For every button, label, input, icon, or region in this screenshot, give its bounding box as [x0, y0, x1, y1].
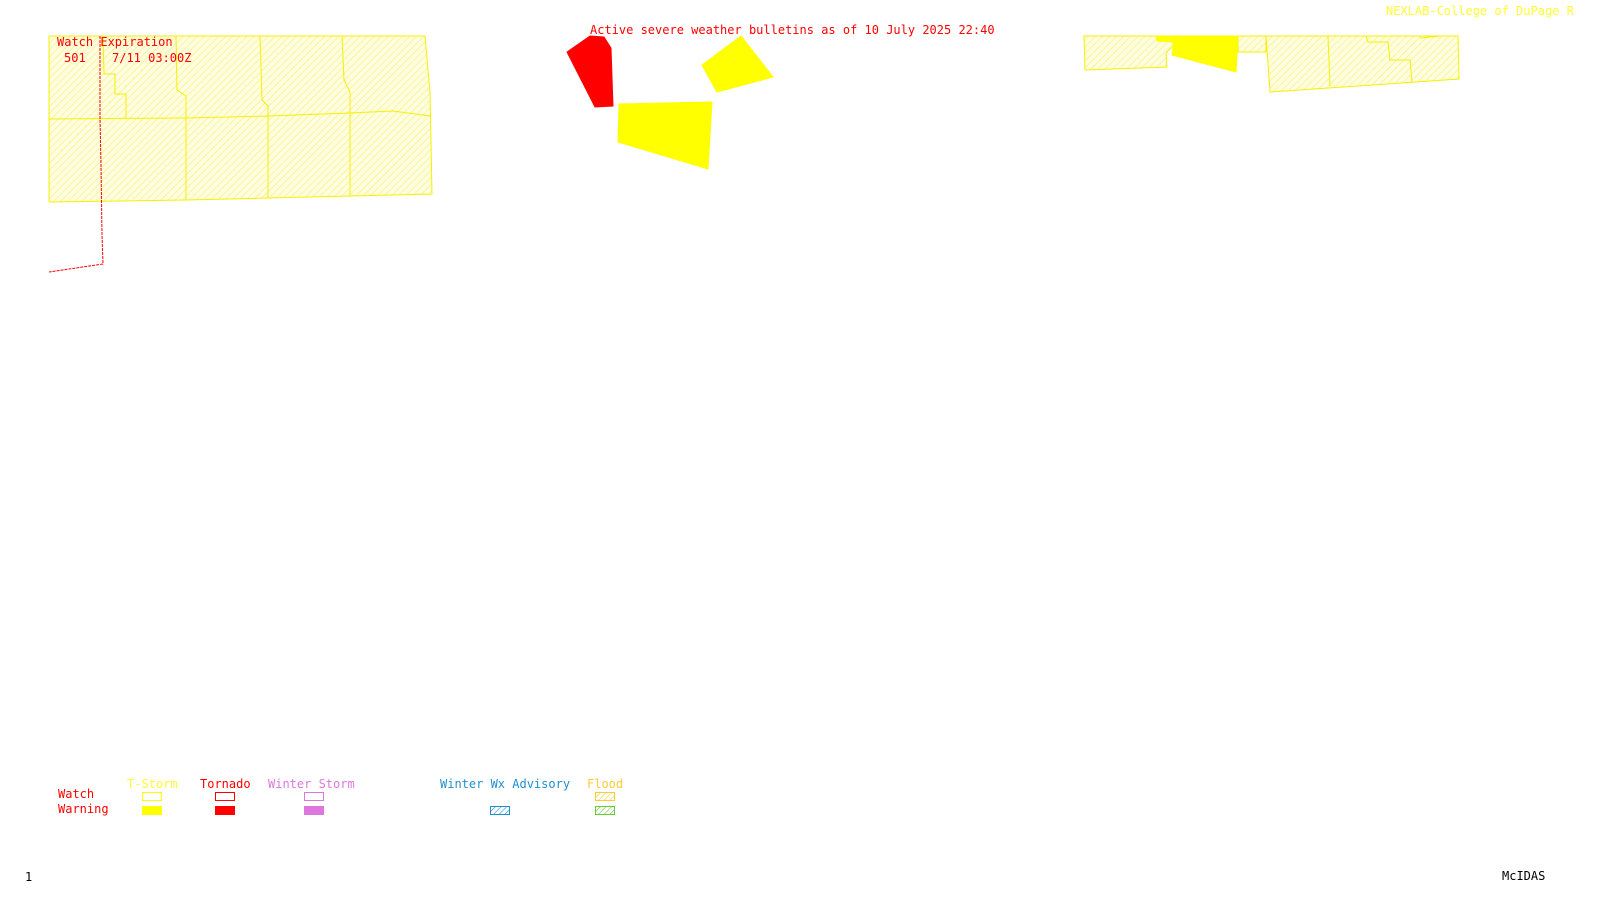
watch-area-east — [1083, 35, 1460, 93]
legend-tornado-label: Tornado — [200, 777, 251, 791]
tstorm-warning-polygon-3 — [1155, 35, 1239, 73]
credit-text: NEXLAB-College of DuPage R — [1386, 4, 1574, 18]
legend-winter-advisory-label: Winter Wx Advisory — [440, 777, 571, 791]
legend-flood-warning-swatch — [595, 806, 615, 815]
tstorm-warning-polygon-2 — [617, 101, 713, 170]
legend-tstorm-label: T-Storm — [127, 777, 178, 791]
legend-winter-storm-watch-swatch — [304, 792, 324, 801]
legend-tstorm-watch-swatch — [142, 792, 162, 801]
watch-table-header: Watch Expiration — [57, 35, 173, 49]
legend-tornado-watch-swatch — [215, 792, 235, 801]
legend-flood-watch-swatch — [595, 792, 615, 801]
watch-area-west — [48, 35, 433, 203]
tornado-watch-boundary — [48, 36, 104, 273]
tstorm-warning-polygon-1 — [701, 35, 774, 93]
legend-winter-storm-warning-swatch — [304, 806, 324, 815]
software-label: McIDAS — [1502, 869, 1546, 883]
legend-row-watch: Watch — [58, 787, 95, 801]
legend-flood-label: Flood — [587, 777, 624, 791]
legend-winter-storm-label: Winter Storm — [268, 777, 355, 791]
legend-tstorm-warning-swatch — [142, 806, 162, 815]
watch-expiration: 7/11 03:00Z — [112, 51, 192, 65]
tornado-warning-polygon — [566, 35, 614, 108]
watch-number: 501 — [64, 51, 86, 65]
bulletin-title: Active severe weather bulletins as of 10… — [590, 23, 995, 37]
legend-tornado-warning-swatch — [215, 806, 235, 815]
legend-winter-advisory-swatch — [490, 806, 510, 815]
legend-row-warning: Warning — [58, 802, 109, 816]
frame-number: 1 — [25, 870, 33, 884]
